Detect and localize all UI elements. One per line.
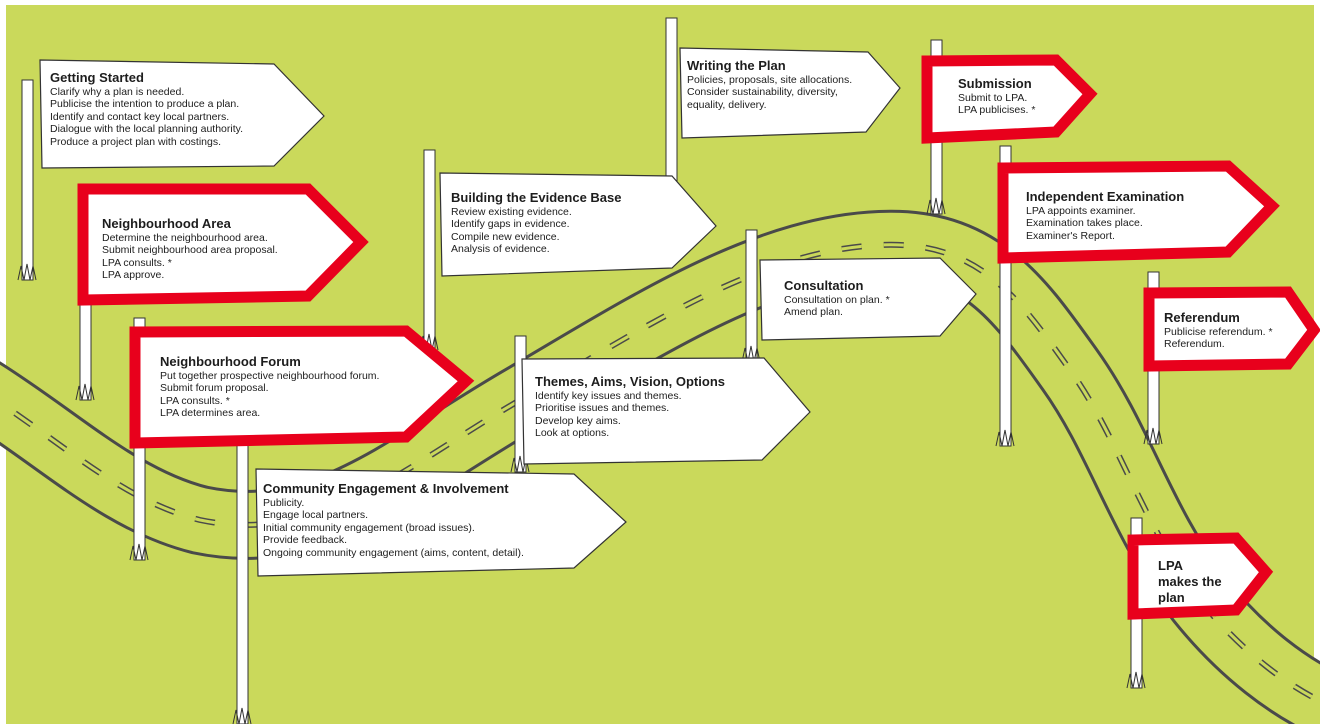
sign-post — [999, 145, 1012, 447]
step-line: Consider sustainability, diversity, — [687, 86, 838, 99]
step-independent-examination: Independent Examination LPA appoints exa… — [996, 160, 1282, 264]
step-line: Submit forum proposal. — [160, 382, 269, 395]
grass-tuft — [232, 707, 252, 724]
step-consultation: Consultation Consultation on plan. * Ame… — [756, 254, 980, 344]
step-line: Identify and contact key local partners. — [50, 110, 230, 123]
step-line: Policies, proposals, site allocations. — [687, 74, 853, 86]
step-line: LPA publicises. * — [958, 104, 1036, 117]
step-title: Building the Evidence Base — [451, 190, 622, 205]
step-title: Consultation — [784, 278, 864, 293]
step-line: Develop key aims. — [535, 414, 621, 427]
step-line: Review existing evidence. — [451, 206, 572, 218]
grass-tuft — [1143, 427, 1163, 445]
step-submission: Submission Submit to LPA. LPA publicises… — [920, 54, 1098, 144]
step-line: Provide feedback. — [263, 534, 348, 547]
step-line: Submit neighbourhood area proposal. — [102, 244, 278, 257]
grass-tuft — [1126, 671, 1146, 689]
step-line: Publicity. — [263, 497, 305, 509]
step-line: Put together prospective neighbourhood f… — [160, 370, 380, 382]
top-border — [0, 0, 1320, 5]
step-line: Submit to LPA. — [958, 92, 1028, 104]
step-line: Examiner's Report. — [1026, 229, 1115, 242]
step-line: Identify key issues and themes. — [535, 390, 682, 402]
arrow-sign-shape — [679, 47, 901, 139]
step-line: Publicise the intention to produce a pla… — [50, 98, 240, 111]
step-line: Engage local partners. — [263, 509, 369, 522]
step-line: Ongoing community engagement (aims, cont… — [263, 546, 524, 559]
arrow-sign-shape — [759, 257, 977, 341]
left-border — [0, 0, 6, 724]
sign-post — [423, 149, 436, 351]
arrow-sign-shape-highlighted — [1127, 532, 1274, 620]
step-title: Referendum — [1164, 310, 1240, 325]
step-referendum: Referendum Publicise referendum. * Refer… — [1142, 286, 1320, 372]
grass-tuft — [926, 197, 946, 215]
step-title: Writing the Plan — [687, 58, 786, 73]
sign-post — [21, 79, 34, 281]
step-title: Community Engagement & Involvement — [263, 481, 509, 496]
arrow-sign-shape-highlighted — [921, 54, 1098, 144]
step-title: Neighbourhood Area — [102, 216, 231, 231]
grass-tuft — [75, 383, 95, 401]
arrow-sign-shape-highlighted — [997, 160, 1280, 264]
step-line: Consultation on plan. * — [784, 294, 890, 306]
step-line: LPA appoints examiner. — [1026, 205, 1136, 217]
step-title: Submission — [958, 76, 1032, 91]
step-community-engagement: Community Engagement & Involvement Publi… — [252, 466, 630, 580]
step-line: Referendum. — [1164, 338, 1225, 351]
right-border — [1314, 0, 1320, 724]
grass-tuft — [419, 333, 439, 351]
step-title: Neighbourhood Forum — [160, 354, 301, 369]
grass-tuft — [741, 345, 761, 363]
step-line: equality, delivery. — [687, 98, 767, 111]
step-line: Amend plan. — [784, 306, 843, 319]
step-line: LPA determines area. — [160, 407, 261, 420]
step-title: LPA makes the plan — [1158, 558, 1222, 605]
step-lpa-makes-plan: LPA makes the plan — [1126, 532, 1274, 620]
step-line: Produce a project plan with costings. — [50, 135, 222, 148]
arrow-sign-shape-highlighted — [129, 325, 475, 449]
arrow-sign-shape — [439, 172, 717, 277]
grass-tuft — [995, 429, 1015, 447]
arrow-sign-shape — [39, 59, 325, 169]
step-line: Analysis of evidence. — [451, 243, 550, 256]
grass-tuft — [129, 543, 149, 561]
step-line: Initial community engagement (broad issu… — [263, 521, 475, 534]
step-title: Independent Examination — [1026, 189, 1185, 204]
arrow-sign-shape — [521, 357, 811, 465]
step-themes-aims: Themes, Aims, Vision, Options Identify k… — [518, 354, 814, 466]
step-getting-started: Getting Started Clarify why a plan is ne… — [36, 56, 326, 172]
step-line: Examination takes place. — [1026, 217, 1143, 230]
step-line: LPA approve. — [102, 269, 165, 282]
step-line: Clarify why a plan is needed. — [50, 86, 185, 98]
step-building-evidence: Building the Evidence Base Review existi… — [436, 170, 720, 280]
arrow-sign-shape-highlighted — [1143, 286, 1320, 372]
step-title: Getting Started — [50, 70, 144, 85]
grass-tuft — [17, 263, 37, 281]
arrow-sign-shape-highlighted — [77, 183, 369, 306]
step-line: LPA consults. * — [102, 256, 172, 269]
step-writing-plan: Writing the Plan Policies, proposals, si… — [676, 44, 904, 142]
step-line: Look at options. — [535, 427, 610, 440]
step-line: Prioritise issues and themes. — [535, 402, 670, 415]
step-neighbourhood-forum: Neighbourhood Forum Put together prospec… — [128, 325, 475, 449]
step-neighbourhood-area: Neighbourhood Area Determine the neighbo… — [76, 182, 370, 310]
sign-post — [236, 443, 249, 724]
step-line: Compile new evidence. — [451, 230, 560, 243]
step-line: Publicise referendum. * — [1164, 326, 1273, 338]
arrow-sign-shape — [255, 468, 627, 577]
road-center-dashes-inner — [0, 243, 1320, 703]
step-title: Themes, Aims, Vision, Options — [535, 374, 725, 389]
step-line: LPA consults. * — [160, 394, 230, 407]
step-line: Determine the neighbourhood area. — [102, 232, 268, 244]
step-line: Dialogue with the local planning authori… — [50, 123, 244, 136]
step-line: Identify gaps in evidence. — [451, 218, 570, 231]
